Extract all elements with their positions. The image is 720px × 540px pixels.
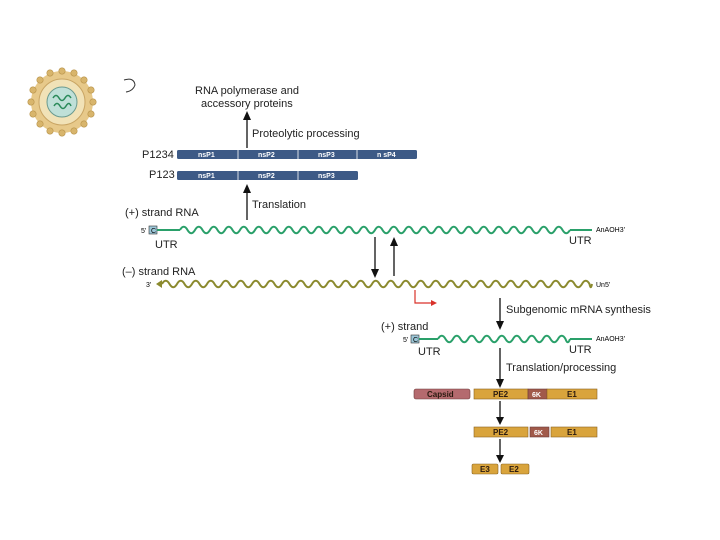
plus-cap: C [148,225,158,235]
minus-strand-rna [161,279,593,289]
p123-seg-1: nsP1 [198,173,215,180]
stray-mark [123,78,136,93]
p123-seg-3: nsP3 [318,173,335,180]
row3-e3: E3 [480,465,490,474]
arrow-translation-up [243,184,251,220]
minus-start-arrow [156,280,162,288]
p1234-seg-4: n sP4 [377,152,396,159]
arrow-processing-down [496,348,504,388]
row2-pe2: PE2 [493,428,509,437]
plus-five-prime: 5' [141,228,146,235]
proteolytic-label: Proteolytic processing [252,128,360,140]
row1-6k: 6K [532,392,541,399]
subgenomic-synthesis-label: Subgenomic mRNA synthesis [506,304,651,316]
plus-strand-rna [179,225,571,235]
plus-strand-label: (+) strand RNA [125,207,199,219]
protein-row-1: Capsid PE2 6K E1 [413,388,598,400]
processing-label: Translation/processing [506,362,616,374]
arrow-row1-row2 [496,401,504,425]
top-label: RNA polymerase and accessory proteins [195,85,302,110]
minus-three-prime: 3' [146,282,151,289]
p123-bar: nsP1 nsP2 nsP3 [177,171,358,180]
row1-pe2: PE2 [493,390,509,399]
row2-6k: 6K [534,430,543,437]
p1234-seg-3: nsP3 [318,152,335,159]
row2-e1: E1 [567,428,577,437]
protein-row-3: E3 E2 [471,463,530,475]
svg-text:C: C [413,337,418,344]
row1-e1: E1 [567,390,577,399]
arrow-row2-row3 [496,439,504,463]
plus-tail: AnAOH3' [596,227,625,234]
subgenomic-plus-label: (+) strand [381,321,428,333]
p1234-seg-2: nsP2 [258,152,275,159]
p1234-name: P1234 [142,149,174,161]
plus-utr-left: UTR [155,239,178,251]
arrow-proteolytic-up [243,111,251,148]
sub-tail: AnAOH3' [596,336,625,343]
row1-capsid: Capsid [427,390,454,399]
sub-utr-right: UTR [569,344,592,356]
p1234-seg-1: nsP1 [198,152,215,159]
minus-strand-label: (–) strand RNA [122,266,196,278]
subgenomic-promoter-arrow [414,290,437,306]
translation-label: Translation [252,199,306,211]
sub-five-prime: 5' [403,337,408,344]
sub-cap: C [410,334,420,344]
p123-seg-2: nsP2 [258,173,275,180]
plus-utr-right: UTR [569,235,592,247]
minus-tail: Un5' [596,282,610,289]
arrow-replication-up [390,237,398,276]
arrow-subgenomic-down [496,298,504,330]
sub-utr-left: UTR [418,346,441,358]
subgenomic-rna [437,334,571,344]
row3-e2: E2 [509,465,519,474]
protein-row-2: PE2 6K E1 [473,426,598,438]
arrow-replication-down [371,237,379,278]
svg-text:C: C [151,228,156,235]
p1234-bar: nsP1 nsP2 nsP3 n sP4 [177,150,417,159]
virion-icon [27,67,97,137]
p123-name: P123 [149,169,175,181]
